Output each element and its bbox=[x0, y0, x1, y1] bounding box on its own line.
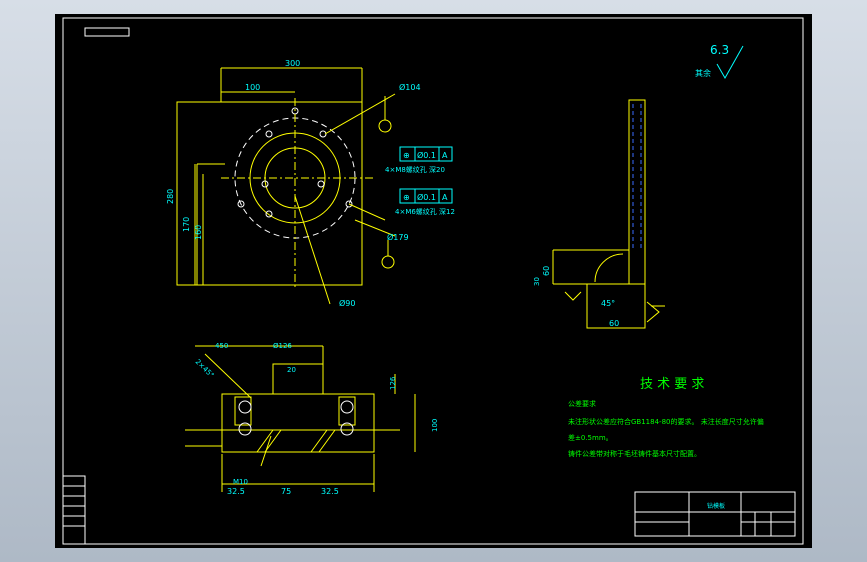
leader bbox=[348, 203, 386, 221]
feature-frame-1: ⊕ Ø0.1 A 4×M8螺纹孔 深20 bbox=[385, 146, 453, 174]
base-block bbox=[586, 283, 646, 329]
section-boss bbox=[272, 363, 324, 395]
hatch bbox=[264, 429, 282, 453]
dims-top bbox=[176, 67, 396, 305]
datum-circle bbox=[381, 255, 395, 269]
dim-450: 450 bbox=[215, 342, 228, 350]
section-holes bbox=[238, 400, 354, 436]
leader bbox=[354, 219, 396, 237]
fillet-arc bbox=[594, 253, 624, 283]
frame-note: 4×M6螺纹孔 深12 bbox=[395, 207, 455, 216]
hole bbox=[317, 180, 325, 188]
hole bbox=[265, 210, 273, 218]
dim-hole-179: Ø179 bbox=[387, 232, 409, 242]
frame-tolerance: Ø0.1 bbox=[417, 192, 436, 202]
section-slot bbox=[234, 396, 252, 426]
tech-req-title: 技 术 要 求 bbox=[640, 377, 704, 392]
frame-box bbox=[399, 188, 453, 204]
drawing-sheet bbox=[55, 14, 812, 548]
tech-req-line: 公差要求 bbox=[568, 399, 596, 408]
dim-170: 170 bbox=[182, 217, 191, 232]
border-outer bbox=[62, 17, 804, 545]
dim-side-thk: 30 bbox=[533, 277, 541, 286]
dim-m10: M10 bbox=[233, 478, 248, 486]
dim-126: 126 bbox=[389, 376, 397, 390]
hole bbox=[238, 422, 252, 436]
hatching bbox=[256, 429, 336, 453]
hole bbox=[237, 200, 245, 208]
leader bbox=[204, 353, 252, 399]
section-view bbox=[185, 345, 416, 492]
dim-160: 160 bbox=[194, 225, 203, 240]
dim-dia-126: Ø126 bbox=[273, 342, 292, 350]
hole bbox=[238, 400, 252, 414]
leader bbox=[294, 195, 331, 305]
dim-dia-90: Ø90 bbox=[339, 298, 355, 308]
side-plate bbox=[628, 99, 646, 285]
feature-frame-2: ⊕ Ø0.1 A 4×M6螺纹孔 深12 bbox=[395, 188, 455, 216]
border-tag bbox=[84, 27, 130, 37]
hatch bbox=[318, 429, 336, 453]
dim-32-5-left: 32.5 bbox=[227, 487, 245, 496]
frame-tolerance: Ø0.1 bbox=[417, 150, 436, 160]
dim-32-5-right: 32.5 bbox=[321, 487, 339, 496]
leader bbox=[324, 93, 396, 135]
roughness-check bbox=[716, 45, 744, 80]
part-name: 钻模板 bbox=[707, 502, 725, 510]
tech-req-line: 差±0.5mm。 bbox=[568, 433, 613, 442]
tech-req-line: 铸件公差带对称于毛坯铸件基本尺寸配置。 bbox=[568, 449, 701, 458]
dim-hole-104: Ø104 bbox=[399, 82, 421, 92]
roughness-tri bbox=[564, 291, 582, 301]
dim-20: 20 bbox=[287, 366, 296, 374]
cad-drawing: 300 100 Ø104 Ø179 Ø90 280 170 160 ⊕ Ø0.1… bbox=[62, 17, 804, 545]
dim-75: 75 bbox=[281, 487, 291, 496]
hatch bbox=[256, 429, 274, 453]
dim-width-overall: 300 bbox=[285, 59, 300, 68]
frame-datum: A bbox=[442, 151, 448, 160]
dim-side-width: 60 bbox=[609, 319, 619, 328]
roughness-tri bbox=[646, 301, 660, 323]
hole bbox=[340, 400, 354, 414]
frame-symbol: ⊕ bbox=[403, 151, 410, 160]
dim-100: 100 bbox=[431, 419, 439, 432]
roughness-label: 其余 bbox=[695, 68, 711, 78]
roughness-value: 6.3 bbox=[710, 43, 729, 57]
frame-note: 4×M8螺纹孔 深20 bbox=[385, 165, 445, 174]
dim-height: 280 bbox=[166, 189, 175, 204]
revision-strip bbox=[62, 475, 86, 545]
title-block-frame bbox=[634, 491, 796, 537]
section-slot bbox=[338, 396, 356, 426]
hatch bbox=[310, 429, 328, 453]
datum-symbols bbox=[378, 96, 395, 269]
hole bbox=[261, 180, 269, 188]
revision-frame bbox=[62, 475, 86, 545]
datum-circle bbox=[378, 119, 392, 133]
dim-offset: 100 bbox=[245, 83, 260, 92]
frame-datum: A bbox=[442, 193, 448, 202]
roughness-symbol: 6.3 其余 bbox=[695, 43, 744, 80]
dim-angle: 45° bbox=[601, 299, 615, 308]
title-block bbox=[634, 491, 796, 537]
frame-symbol: ⊕ bbox=[403, 193, 410, 202]
frame-box bbox=[399, 146, 453, 162]
hole bbox=[265, 130, 273, 138]
hole bbox=[340, 422, 354, 436]
side-view bbox=[552, 99, 665, 329]
tech-req-line: 未注形状公差应符合GB1184-80的要求。 未注长度尺寸允许偏 bbox=[568, 417, 764, 426]
centerlines bbox=[221, 98, 373, 289]
side-hidden-lines bbox=[632, 104, 642, 248]
hole bbox=[345, 200, 353, 208]
dim-side-height: 60 bbox=[542, 266, 551, 276]
